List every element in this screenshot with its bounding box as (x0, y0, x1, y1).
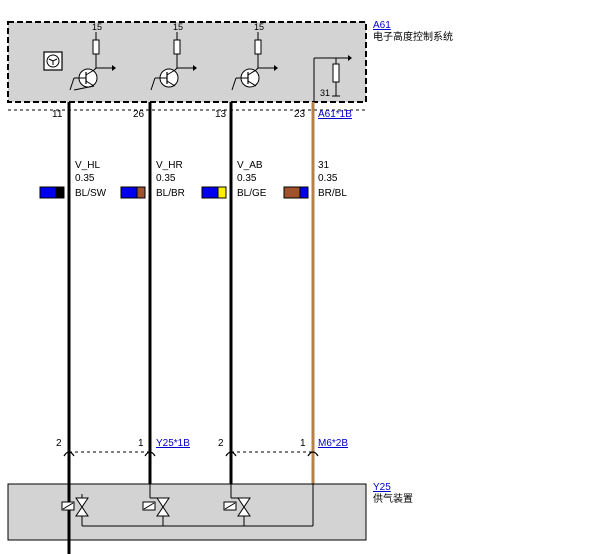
wire-label-color-2: BL/BR (156, 188, 185, 199)
pin-top-13: 13 (215, 109, 227, 120)
socket-1-icon (63, 451, 75, 457)
solenoid-valve-1-icon (61, 494, 89, 517)
module-a61-link[interactable]: A61 (373, 20, 391, 31)
wire-label-signal-3: V_AB (237, 160, 263, 171)
solenoid-valve-3-icon (223, 497, 251, 517)
color-swatch-1-icon (39, 186, 65, 199)
pin-bottom-2: 1 (138, 438, 144, 449)
wire-label-color-3: BL/GE (237, 188, 267, 199)
supply-label-1: 15 (92, 22, 102, 32)
module-a61-description: 电子高度控制系统 (373, 30, 453, 43)
color-swatch-4-icon (283, 186, 309, 199)
module-a61-box (7, 21, 367, 103)
pin-top-11: 11 (52, 109, 63, 120)
transistor-3-icon (231, 32, 278, 91)
wire-label-signal-4: 31 (318, 160, 330, 171)
svg-text:A61: A61 (373, 20, 391, 31)
svg-text:Y25*1B: Y25*1B (156, 438, 190, 449)
supply-label-3: 15 (254, 22, 264, 32)
pin-bottom-4: 1 (300, 438, 306, 449)
svg-text:Y25: Y25 (373, 482, 391, 493)
wire-label-gauge-1: 0.35 (75, 173, 95, 184)
pin-top-26: 26 (133, 109, 145, 120)
color-swatch-3-icon (201, 186, 227, 199)
pin-bottom-3: 2 (218, 438, 224, 449)
module-y25-link[interactable]: Y25 (373, 482, 391, 493)
wire-label-gauge-2: 0.35 (156, 173, 176, 184)
wire-label-color-1: BL/SW (75, 188, 107, 199)
svg-text:A61*1B: A61*1B (318, 109, 352, 120)
transistor-1-icon (69, 32, 116, 91)
wire-label-signal-2: V_HR (156, 160, 183, 171)
socket-4-icon (307, 451, 319, 457)
pin-top-23: 23 (294, 109, 306, 120)
connector-y25-1b-link[interactable]: Y25*1B (156, 438, 190, 449)
color-swatch-2-icon (120, 186, 146, 199)
supply-label-2: 15 (173, 22, 183, 32)
connector-m6-2b-link[interactable]: M6*2B (318, 438, 348, 449)
transistor-2-icon (150, 32, 197, 91)
socket-3-icon (225, 451, 237, 457)
ground-label: 31 (320, 88, 330, 98)
wire-label-gauge-3: 0.35 (237, 173, 257, 184)
solenoid-valve-2-icon (142, 497, 170, 517)
pin-bottom-1: 2 (56, 438, 62, 449)
module-y25-box (7, 483, 367, 541)
connector-a61-1b-link[interactable]: A61*1B (318, 109, 352, 120)
module-y25-description: 供气装置 (373, 492, 413, 505)
ground-resistor-icon (313, 55, 352, 106)
wire-label-signal-1: V_HL (75, 160, 100, 171)
socket-2-icon (144, 451, 156, 457)
wire-label-gauge-4: 0.35 (318, 173, 338, 184)
sensor-symbol-icon (43, 51, 63, 71)
wire-label-color-4: BR/BL (318, 188, 347, 199)
svg-text:M6*2B: M6*2B (318, 438, 348, 449)
